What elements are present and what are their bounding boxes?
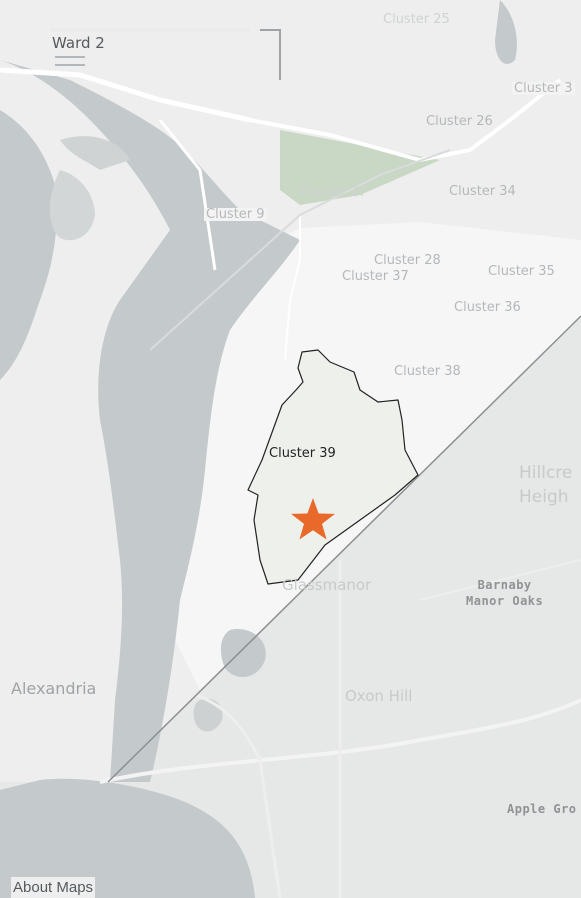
cluster-label-27[interactable]: Cluster 27	[300, 185, 367, 200]
place-label-barnaby-manor-oaks: Barnaby Manor Oaks	[466, 577, 543, 609]
cluster-label-38[interactable]: Cluster 38	[394, 364, 461, 379]
cluster-label-28[interactable]: Cluster 28	[374, 253, 441, 268]
ward-marker-icon	[55, 56, 85, 66]
cluster-label-34[interactable]: Cluster 34	[449, 184, 516, 199]
place-label-glassmanor: Glassmanor	[282, 576, 372, 594]
cluster-label-36[interactable]: Cluster 36	[454, 300, 521, 315]
cluster-label-35[interactable]: Cluster 35	[488, 264, 555, 279]
ward-label: Ward 2	[52, 34, 105, 52]
cluster-label-3x[interactable]: Cluster 3	[512, 81, 575, 96]
selected-cluster-label[interactable]: Cluster 39	[269, 446, 336, 461]
place-label-barnaby-line1: Barnaby	[477, 578, 532, 592]
place-label-hillcrest-line1: Hillcre	[519, 463, 573, 483]
place-label-hillcrest-line2: Heigh	[519, 487, 569, 507]
place-label-barnaby-line2: Manor Oaks	[466, 594, 544, 608]
star-icon[interactable]	[290, 497, 336, 543]
place-label-hillcrest-heights: Hillcre Heigh	[519, 461, 572, 509]
cluster-label-9[interactable]: Cluster 9	[204, 207, 267, 222]
about-maps-link[interactable]: About Maps	[11, 877, 96, 898]
place-label-oxon-hill: Oxon Hill	[345, 687, 413, 705]
place-label-alexandria: Alexandria	[11, 679, 97, 698]
place-label-apple-grove: Apple Gro	[507, 802, 577, 816]
cluster-label-37[interactable]: Cluster 37	[342, 269, 409, 284]
cluster-label-26[interactable]: Cluster 26	[426, 114, 493, 129]
cluster-label-25[interactable]: Cluster 25	[383, 12, 450, 27]
